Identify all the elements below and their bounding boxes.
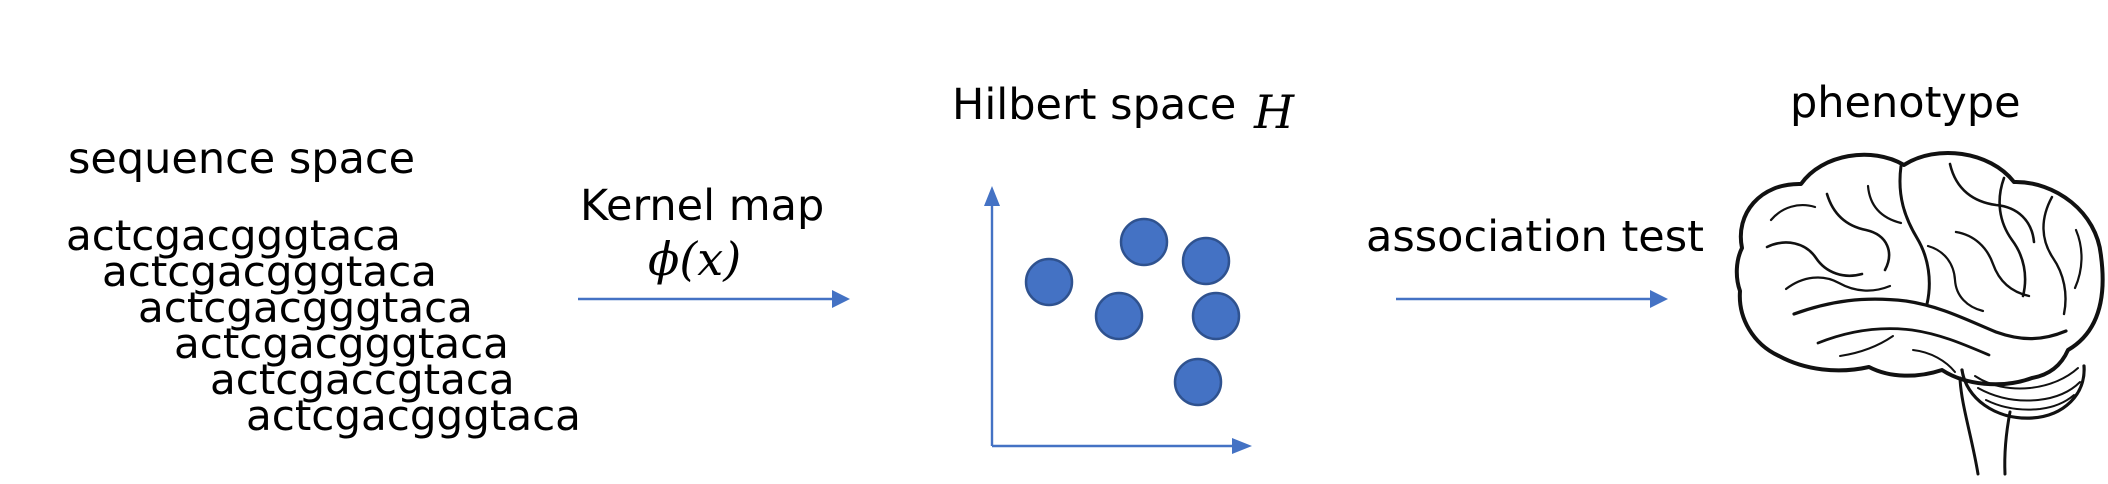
phenotype-label: phenotype [1790,78,2021,128]
association-test-label: association test [1366,212,1705,262]
association-arrow [1396,290,1668,308]
embedding-point [1024,257,1074,307]
sequence-line: actcgacgggtaca [174,319,509,368]
hilbert-space-symbol: H [1254,85,1295,139]
embedding-point [1191,291,1241,341]
kernel-map-label: Kernel map [580,181,825,231]
embedding-point [1094,291,1144,341]
hilbert-space-label: Hilbert space [952,80,1237,130]
kernel-map-arrow [578,290,850,308]
kernel-map-formula: ϕ(x) [648,232,742,286]
sequence-line: actcgacgggtaca [102,247,437,296]
hilbert-space-points [1024,217,1241,407]
embedding-point [1173,357,1223,407]
sequence-space-title: sequence space [68,134,416,184]
embedding-point [1181,236,1231,286]
sequence-line: actcgacgggtaca [246,391,581,440]
hilbert-space-axes [984,186,1252,454]
embedding-point [1119,217,1169,267]
sequence-line: actcgacgggtaca [66,211,401,260]
brain-icon [1734,151,2105,476]
sequence-line: actcgacgggtaca [138,283,473,332]
sequence-line: actcgaccgtaca [210,355,515,404]
